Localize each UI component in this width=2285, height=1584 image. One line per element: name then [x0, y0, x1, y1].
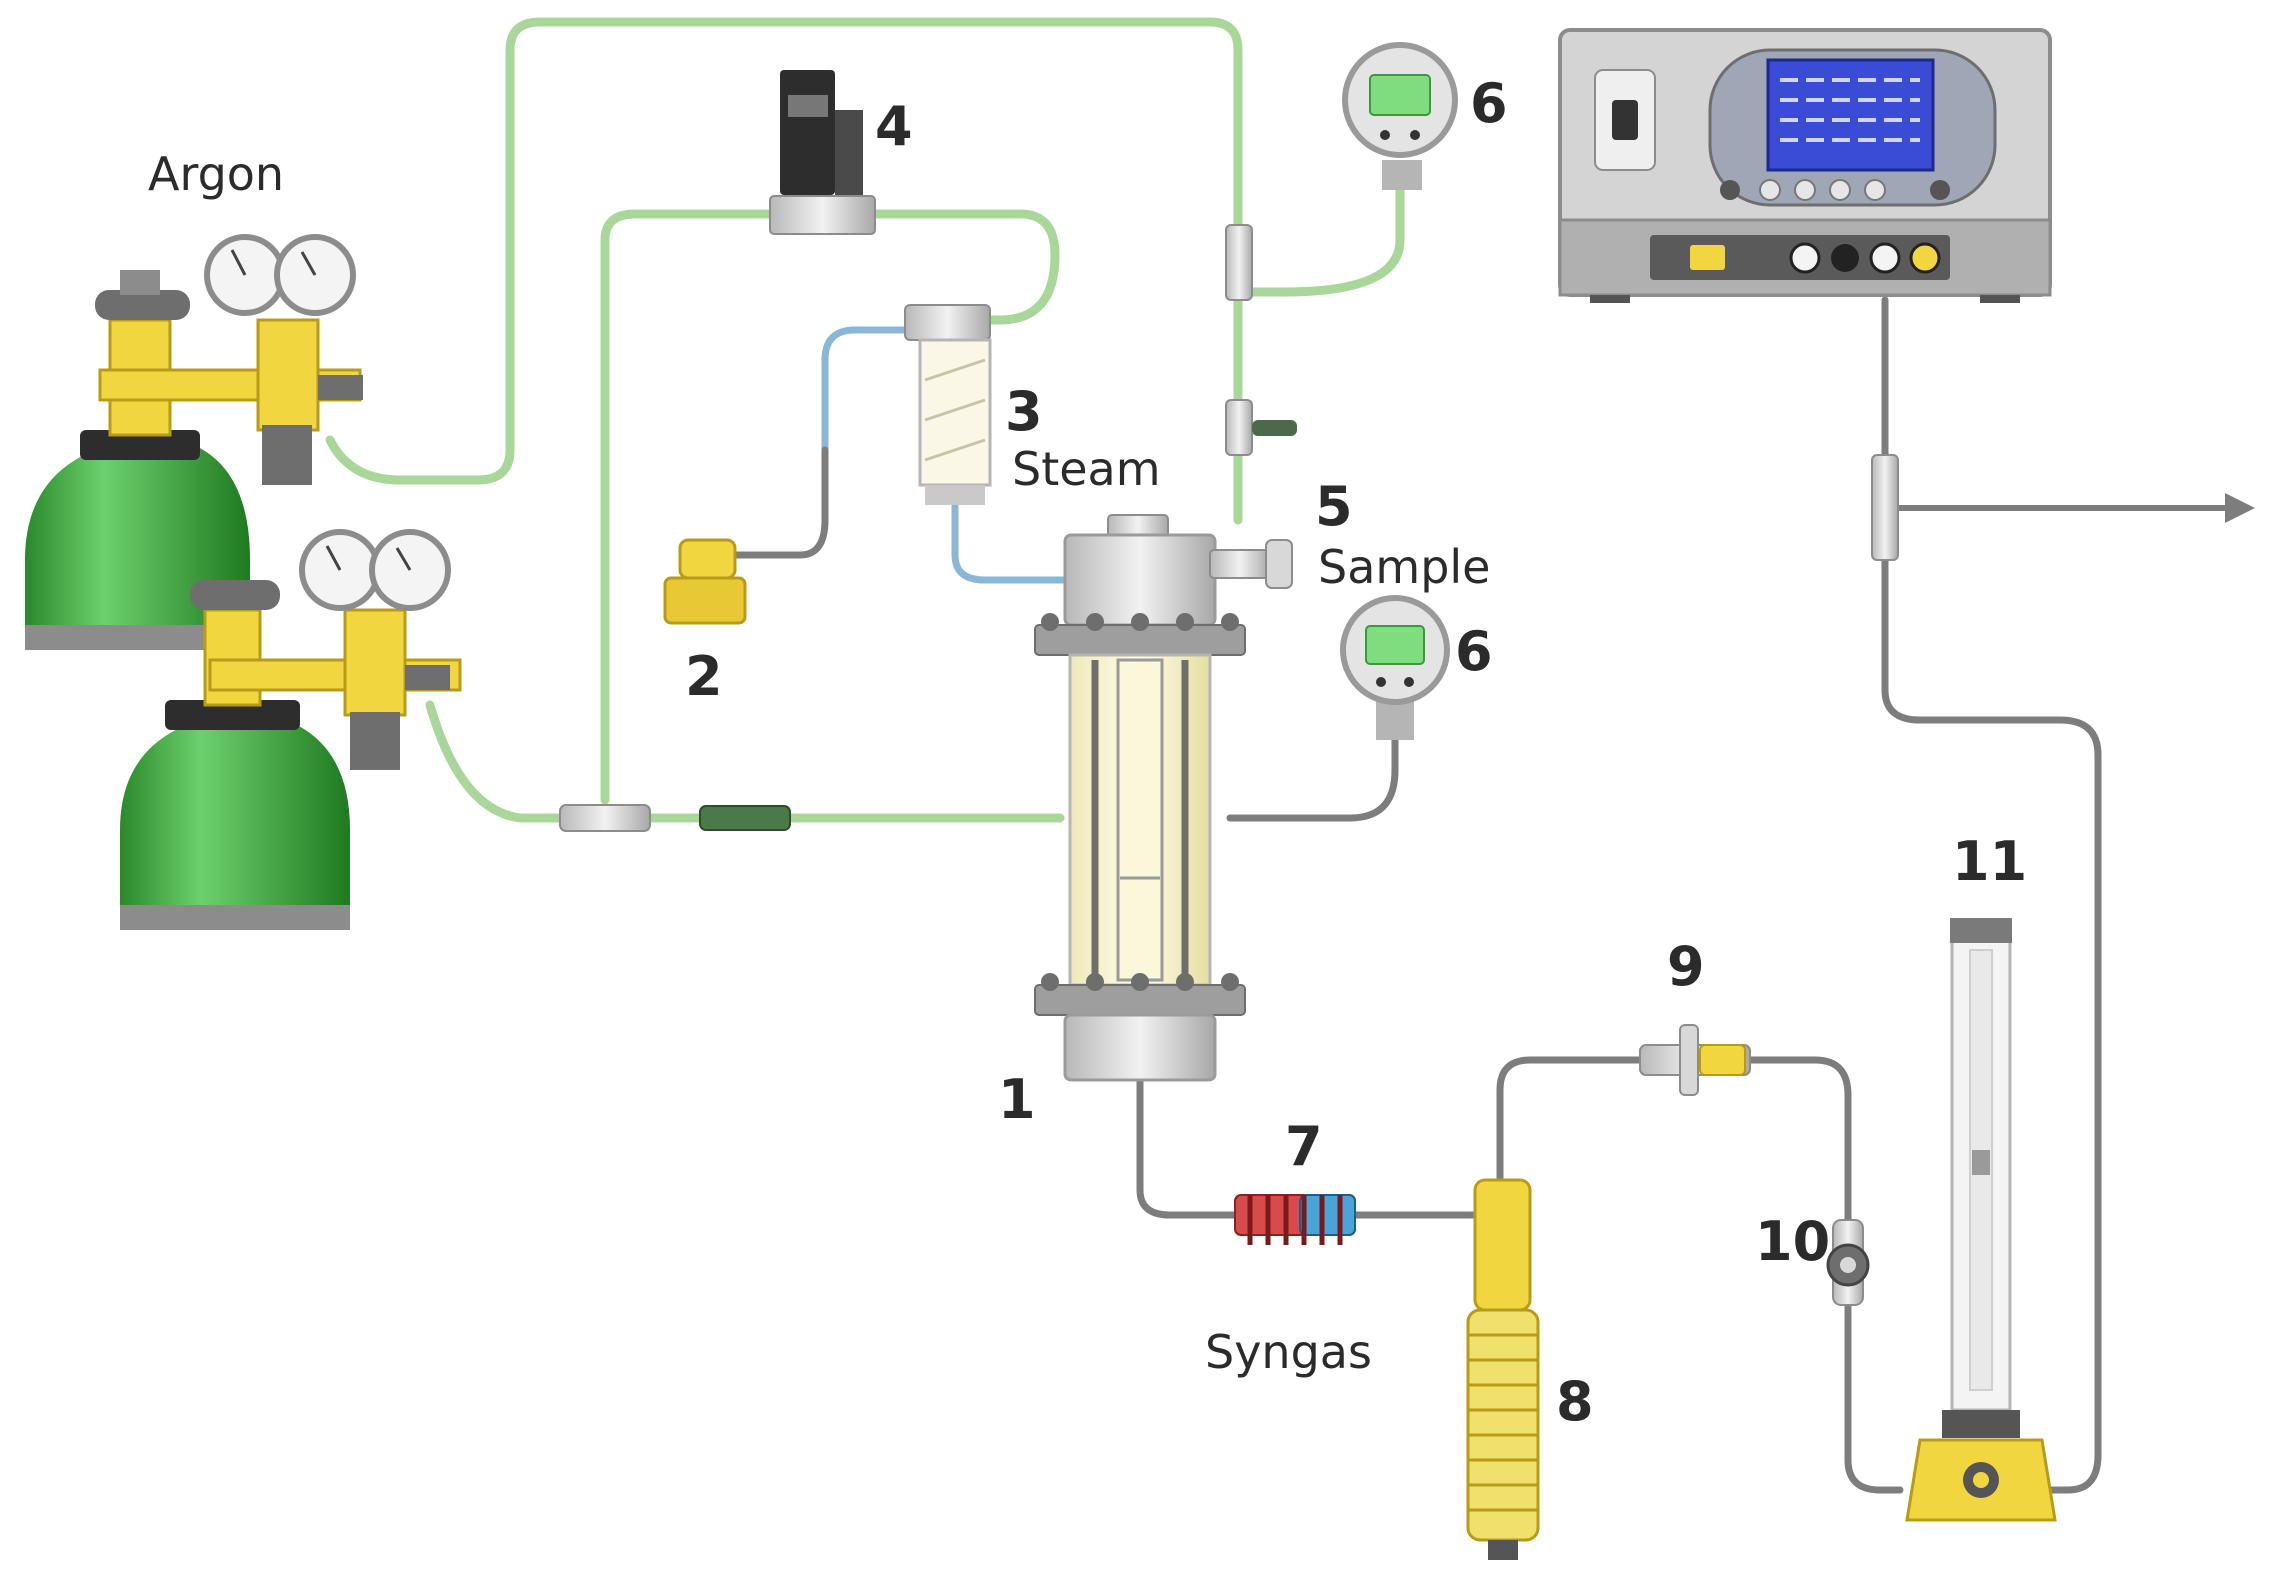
label-sample: Sample [1318, 540, 1490, 594]
tee-fitting [559, 804, 651, 832]
reactor-column-icon [1034, 514, 1293, 1082]
label-3: 3 [1005, 380, 1043, 443]
needle-valve-icon [1225, 399, 1253, 456]
water-line-pump [731, 446, 829, 559]
label-7: 7 [1285, 1115, 1323, 1178]
water-line [821, 326, 909, 454]
mfc-line [600, 209, 1060, 805]
rotameter-icon [1905, 918, 2057, 1522]
label-6-top: 6 [1470, 72, 1508, 135]
gas-analyzer-icon [1558, 28, 2052, 303]
sample-port [1209, 549, 1271, 579]
flow-control-valve [1826, 1219, 1870, 1306]
label-5: 5 [1315, 475, 1353, 538]
argon-line-upper [325, 17, 1243, 485]
gauge-line-lower [1226, 736, 1399, 822]
labels: Argon Steam Sample Syngas 1 2 3 4 5 6 6 … [148, 72, 2027, 1433]
argon-line-lower [425, 700, 565, 823]
label-syngas: Syngas [1205, 1325, 1372, 1379]
exhaust-arrow-icon [2225, 493, 2255, 523]
gauge-line-top [1233, 175, 1405, 297]
steam-generator [904, 304, 992, 505]
digital-gauge-top [1342, 42, 1458, 190]
check-valve-icon [699, 805, 791, 831]
syngas-line [1136, 1076, 1479, 1219]
label-6-lower: 6 [1455, 620, 1493, 683]
label-4: 4 [875, 95, 913, 158]
dryer-line [1496, 1056, 1852, 1224]
digital-gauge-lower [1340, 595, 1450, 740]
label-argon: Argon [148, 147, 284, 201]
label-10: 10 [1755, 1210, 1830, 1273]
piping [325, 17, 2255, 1494]
gas-dryer [1466, 1178, 1540, 1560]
steam-line [951, 501, 1069, 584]
label-1: 1 [998, 1068, 1036, 1131]
label-9: 9 [1667, 935, 1705, 998]
analyzer-line [1881, 296, 2102, 1494]
tee-fitting [1225, 224, 1253, 301]
mass-flow-controller [769, 70, 876, 235]
gas-cylinder-icon [120, 715, 350, 930]
label-2: 2 [685, 645, 723, 708]
tee-fitting [1871, 454, 1899, 561]
water-pump [663, 538, 747, 625]
argon-cylinder-lower [120, 529, 462, 930]
analyzer-screen [1766, 58, 1935, 172]
valve-line [1844, 1296, 1904, 1494]
label-steam: Steam [1012, 442, 1161, 496]
label-8: 8 [1556, 1370, 1594, 1433]
condenser [1234, 1194, 1356, 1245]
label-11: 11 [1952, 830, 2027, 893]
inline-filter [1639, 1024, 1751, 1096]
